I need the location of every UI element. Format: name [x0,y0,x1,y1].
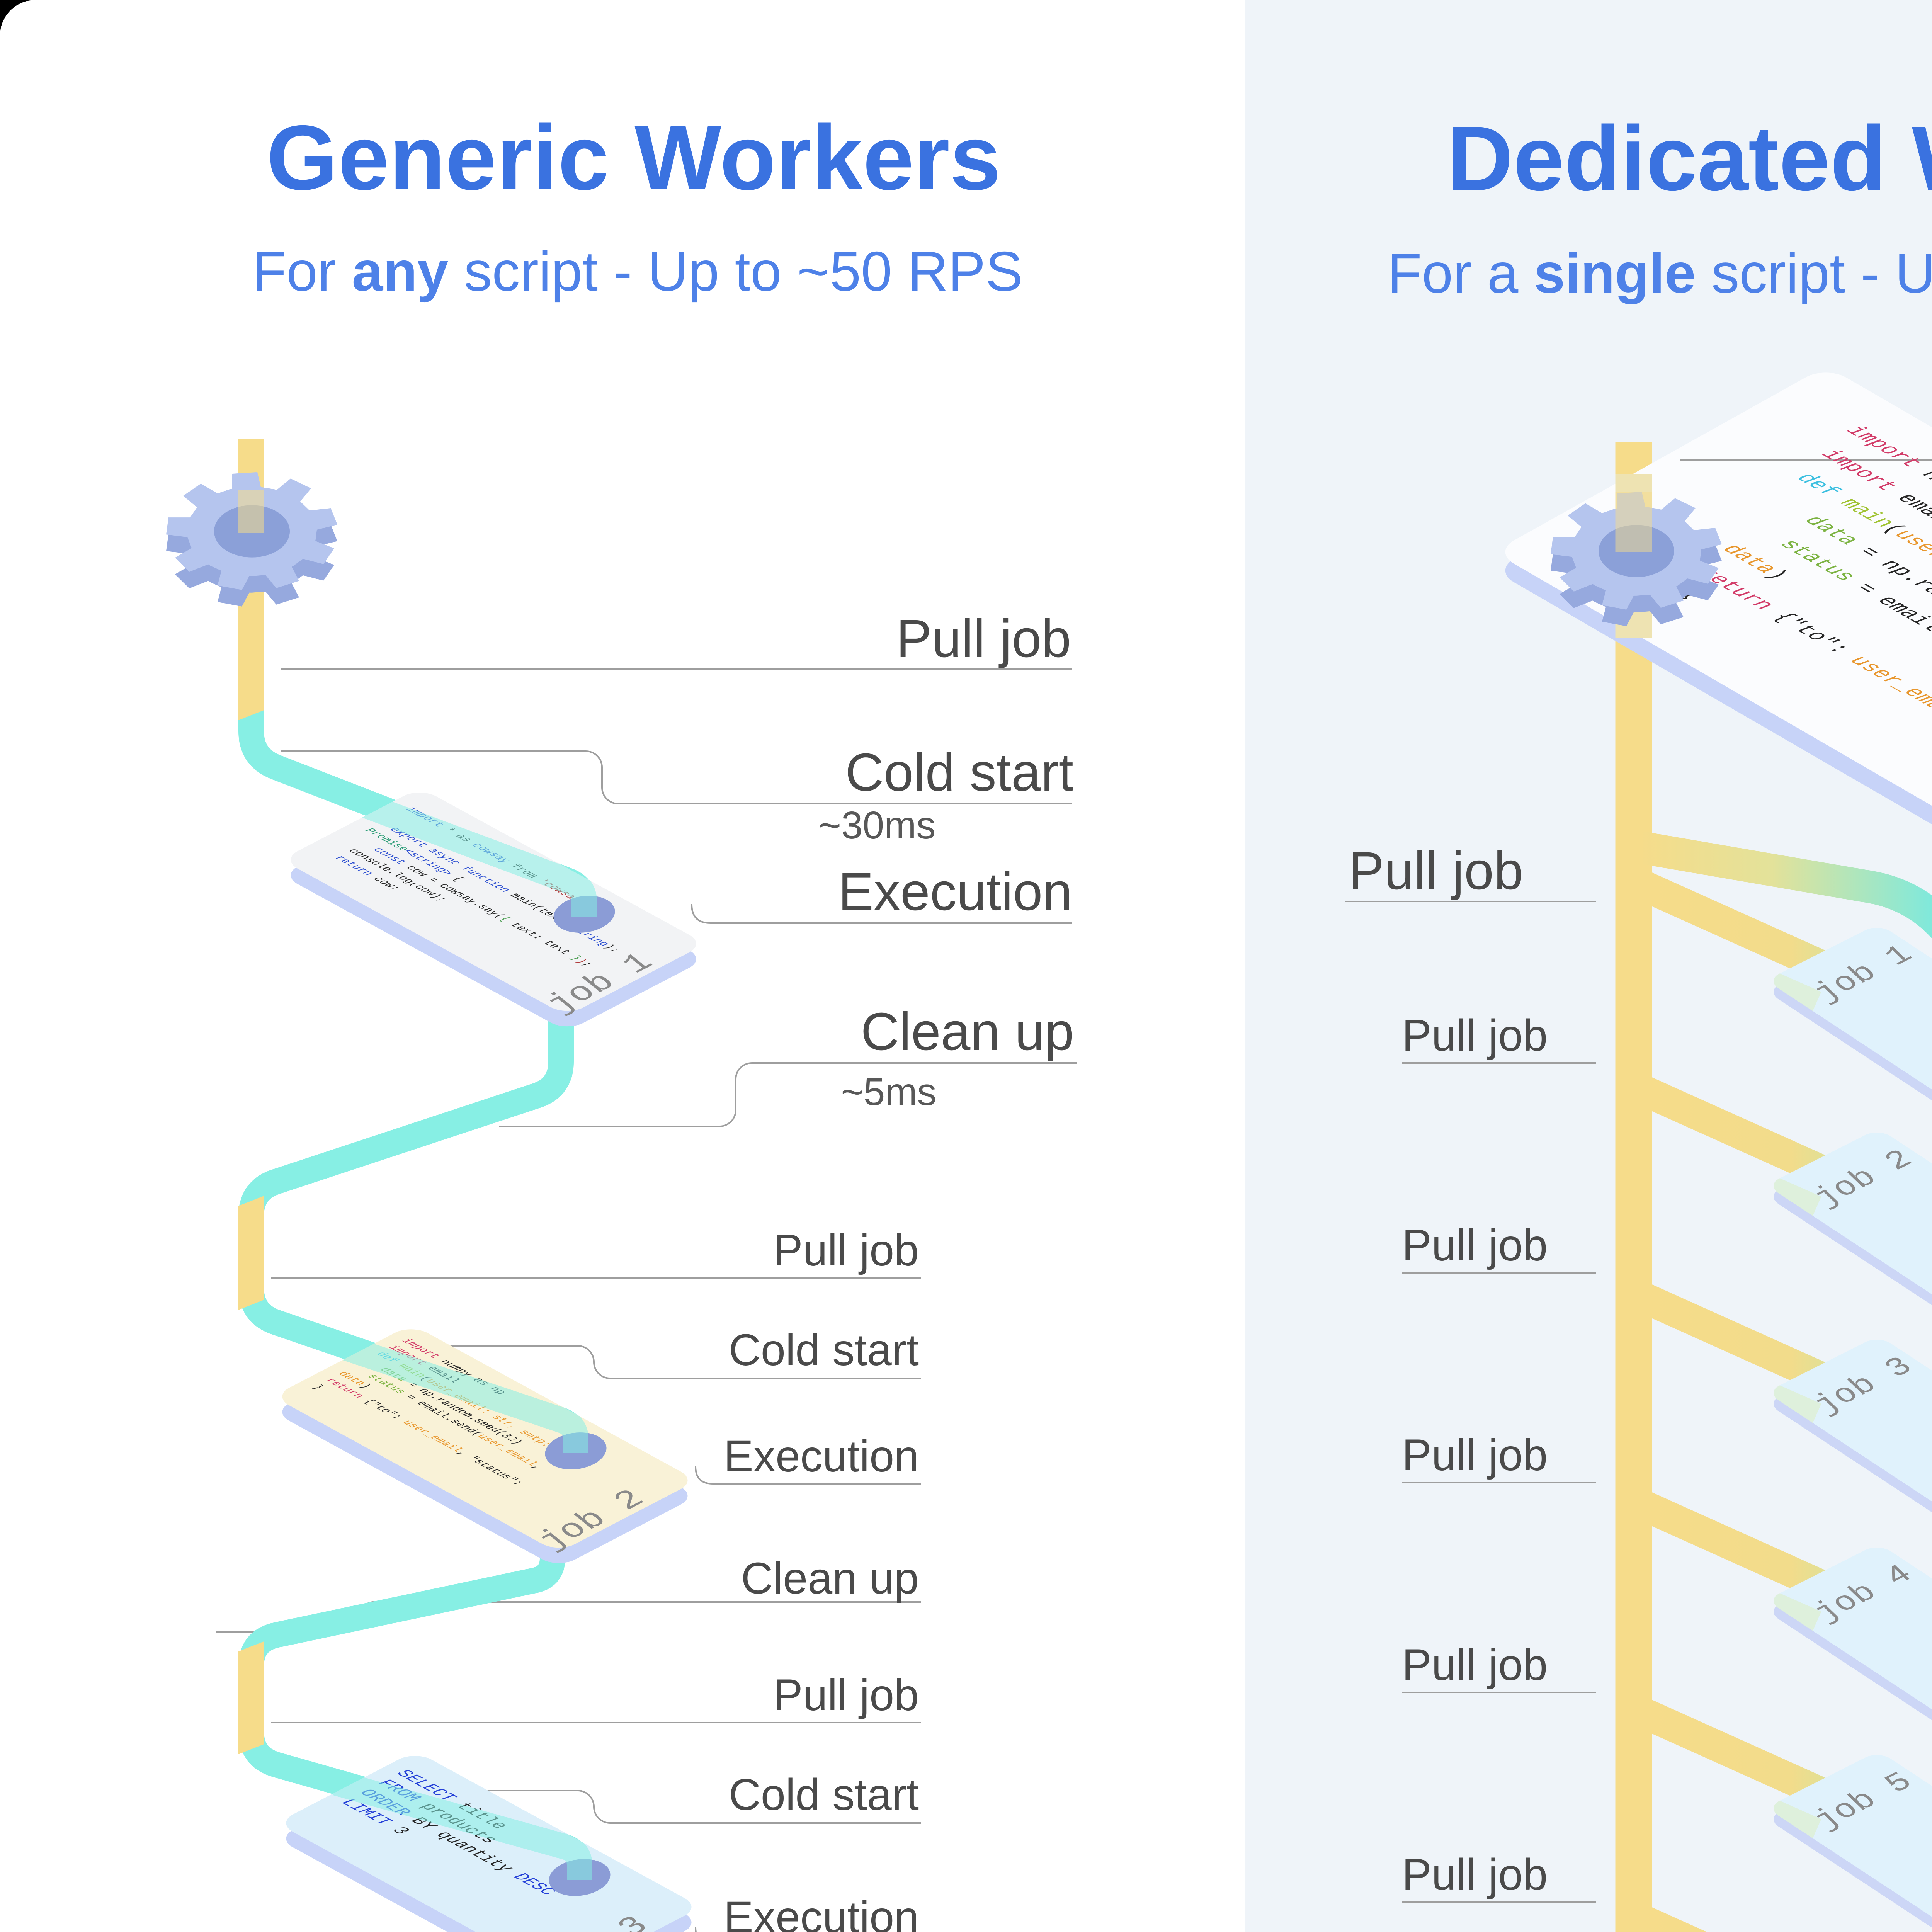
svg-text:~30ms: ~30ms [819,804,936,847]
svg-text:Cold start: Cold start [729,1325,919,1375]
svg-text:Pull job: Pull job [896,609,1071,668]
svg-text:Clean up: Clean up [741,1554,919,1603]
svg-text:For any script - Up to ~50 RPS: For any script - Up to ~50 RPS [252,240,1023,303]
svg-text:Pull job: Pull job [773,1226,919,1275]
svg-text:Pull job: Pull job [1402,1640,1548,1690]
svg-text:Execution: Execution [838,862,1072,922]
svg-text:Pull job: Pull job [1402,1221,1548,1270]
svg-text:Clean up: Clean up [861,1002,1074,1061]
svg-text:Cold start: Cold start [729,1770,919,1820]
svg-text:Pull job: Pull job [1349,841,1524,901]
svg-text:Pull job: Pull job [1402,1850,1548,1900]
svg-text:Dedicated Workers: Dedicated Workers [1447,107,1932,210]
svg-text:Execution: Execution [724,1432,919,1481]
svg-text:Pull job: Pull job [1402,1011,1548,1060]
svg-text:Generic Workers: Generic Workers [267,107,1001,209]
svg-text:~5ms: ~5ms [841,1070,936,1114]
svg-text:Pull job: Pull job [773,1670,919,1720]
svg-text:For a single script - Up to ~1: For a single script - Up to ~1,000 RPS [1388,242,1932,304]
svg-text:Execution: Execution [724,1893,919,1932]
svg-text:Pull job: Pull job [1402,1430,1548,1480]
svg-text:Cold start: Cold start [845,743,1073,802]
